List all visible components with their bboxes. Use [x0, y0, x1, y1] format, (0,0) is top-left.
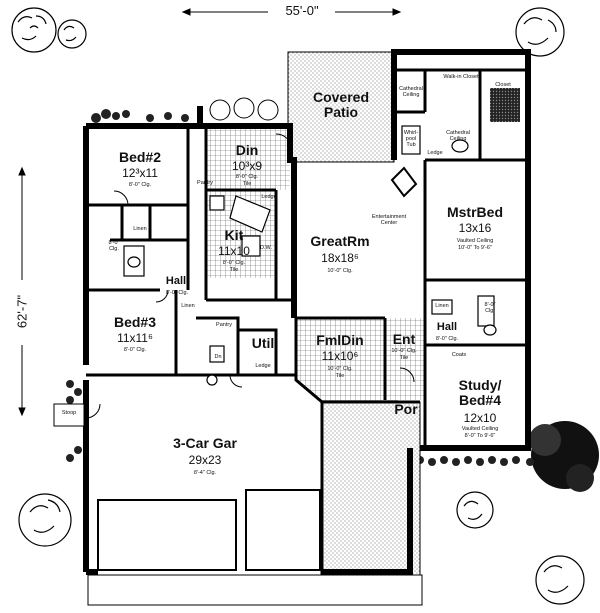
covered-patio-slab [287, 51, 395, 163]
din-name: Din [235, 142, 259, 158]
dining-tile [206, 128, 290, 190]
bed2-name: Bed#2 [118, 149, 162, 165]
din-floor: Tile [242, 181, 252, 187]
clg-bed2-closet-label: 8'-0" Clg. [108, 240, 120, 253]
study-ceiling2: 8'-0" To 9'-6" [464, 433, 496, 439]
kit-ceiling: 8'-0" Clg. [222, 260, 246, 266]
study-ceiling: Vaulted Ceiling [461, 426, 499, 432]
study-size: 12x10 [463, 411, 497, 425]
linen-hall-label: Linen [181, 303, 195, 309]
tree-left-garage [18, 493, 72, 547]
fireplace [390, 166, 418, 198]
util-name: Util [251, 335, 275, 351]
ledge-util-label: Ledge [255, 363, 271, 369]
walkin-closet-label: Walk-in Closet [443, 74, 479, 80]
garage-size: 29x23 [188, 453, 222, 467]
width-dimension-line [181, 8, 402, 16]
kit-name: Kit [224, 227, 244, 243]
fmldin-size: 11x10⁶ [321, 349, 359, 363]
exterior-walls [83, 49, 531, 575]
shrubs-right [416, 456, 534, 466]
closet-label: Closet [495, 82, 511, 88]
hall-right-name: Hall [436, 321, 458, 333]
master-bath-dark [490, 88, 520, 122]
coats-label: Coats [451, 352, 467, 358]
fmldin-name: FmlDin [316, 332, 364, 348]
kit-size: 11x10 [218, 244, 250, 258]
ent-name: Ent [392, 331, 416, 347]
ent-floor: Tile [399, 355, 409, 361]
pantry-din-label: Pantry [197, 180, 213, 186]
entertainment-center-label: Entertainment Center [371, 214, 407, 227]
bed3-size: 11x11⁶ [117, 331, 153, 345]
mstrbed-ceiling2: 10'-0" To 9'-6" [458, 245, 492, 251]
mstrbed-ceiling: Vaulted Ceiling [456, 238, 494, 244]
dw-label: D.W. [260, 245, 272, 251]
tree-top-right [515, 7, 565, 57]
driveway-band [87, 574, 423, 606]
study-name: Study/ Bed#4 [458, 377, 502, 408]
garage-doors [97, 489, 321, 571]
pantry-util-label: Pantry [216, 322, 232, 328]
fmldin-ceiling: 10'-0" Clg. [327, 366, 353, 372]
mstrbed-name: MstrBed [446, 204, 503, 220]
door-swings [85, 133, 415, 419]
shrubs-din [209, 97, 279, 121]
hall-right-ceiling: 8'-0" Clg. [435, 336, 459, 342]
dn-label: Dn [214, 354, 222, 360]
linen-right-label: Linen [435, 303, 449, 309]
overall-depth-label: 62'-7" [14, 294, 30, 329]
garage-name: 3-Car Gar [173, 435, 237, 451]
overall-width-label: 55'-0" [285, 3, 319, 18]
garage-ceiling: 8'-4" Clg. [193, 470, 217, 476]
clg-right-bath-label: 8'-0" Clg. [484, 302, 496, 315]
covered-patio-label: Covered Patio [312, 89, 370, 120]
tree-bottom-right-small [456, 491, 494, 529]
bed2-size: 12³x11 [122, 166, 158, 180]
hall-left-name: Hall [165, 275, 187, 287]
interior-walls [86, 68, 528, 448]
greatrm-name: GreatRm [310, 233, 370, 249]
din-ceiling: 8'-0" Clg. [235, 174, 259, 180]
linen-bed2-label: Linen [133, 226, 147, 232]
bed3-name: Bed#3 [113, 314, 157, 330]
tree-top-left [11, 7, 87, 53]
stoop-pad [53, 403, 85, 427]
kitchen-counters [209, 195, 271, 257]
por-name: Por [394, 401, 418, 417]
greatrm-ceiling: 10'-0" Clg. [327, 268, 353, 274]
bath-fixtures [123, 125, 497, 386]
bed3-ceiling: 8'-0" Clg. [123, 347, 147, 353]
fmldin-floor: Tile [335, 373, 345, 379]
depth-dimension-line [18, 166, 26, 417]
cathedral-ceiling-label-2: Cathedral Ceiling [446, 130, 470, 143]
kit-floor: Tile [229, 267, 239, 273]
ledge-bath-label: Ledge [427, 150, 443, 156]
shrubs-top [91, 109, 189, 123]
entry-tile [385, 318, 425, 400]
mstrbed-size: 13x16 [458, 221, 492, 235]
cathedral-ceiling-label-1: Cathedral Ceiling [399, 86, 423, 99]
din-size: 10³x9 [231, 159, 263, 173]
tree-bottom-right-large [529, 421, 599, 492]
tree-bottom-right-corner [535, 555, 585, 605]
hall-left-ceiling: 8'-0" Clg. [165, 290, 189, 296]
greatrm-size: 18x18⁶ [321, 251, 359, 265]
stoop-label: Stoop [61, 410, 77, 416]
whirlpool-tub-label: Whirl- pool Tub [403, 130, 419, 149]
ent-ceiling: 10'-0" Clg. [391, 348, 417, 354]
ledge-kit-label: Ledge [261, 194, 277, 200]
shrubs-left [66, 380, 82, 462]
formal-dining-tile [296, 318, 398, 402]
bed2-ceiling: 8'-0" Clg. [128, 182, 152, 188]
